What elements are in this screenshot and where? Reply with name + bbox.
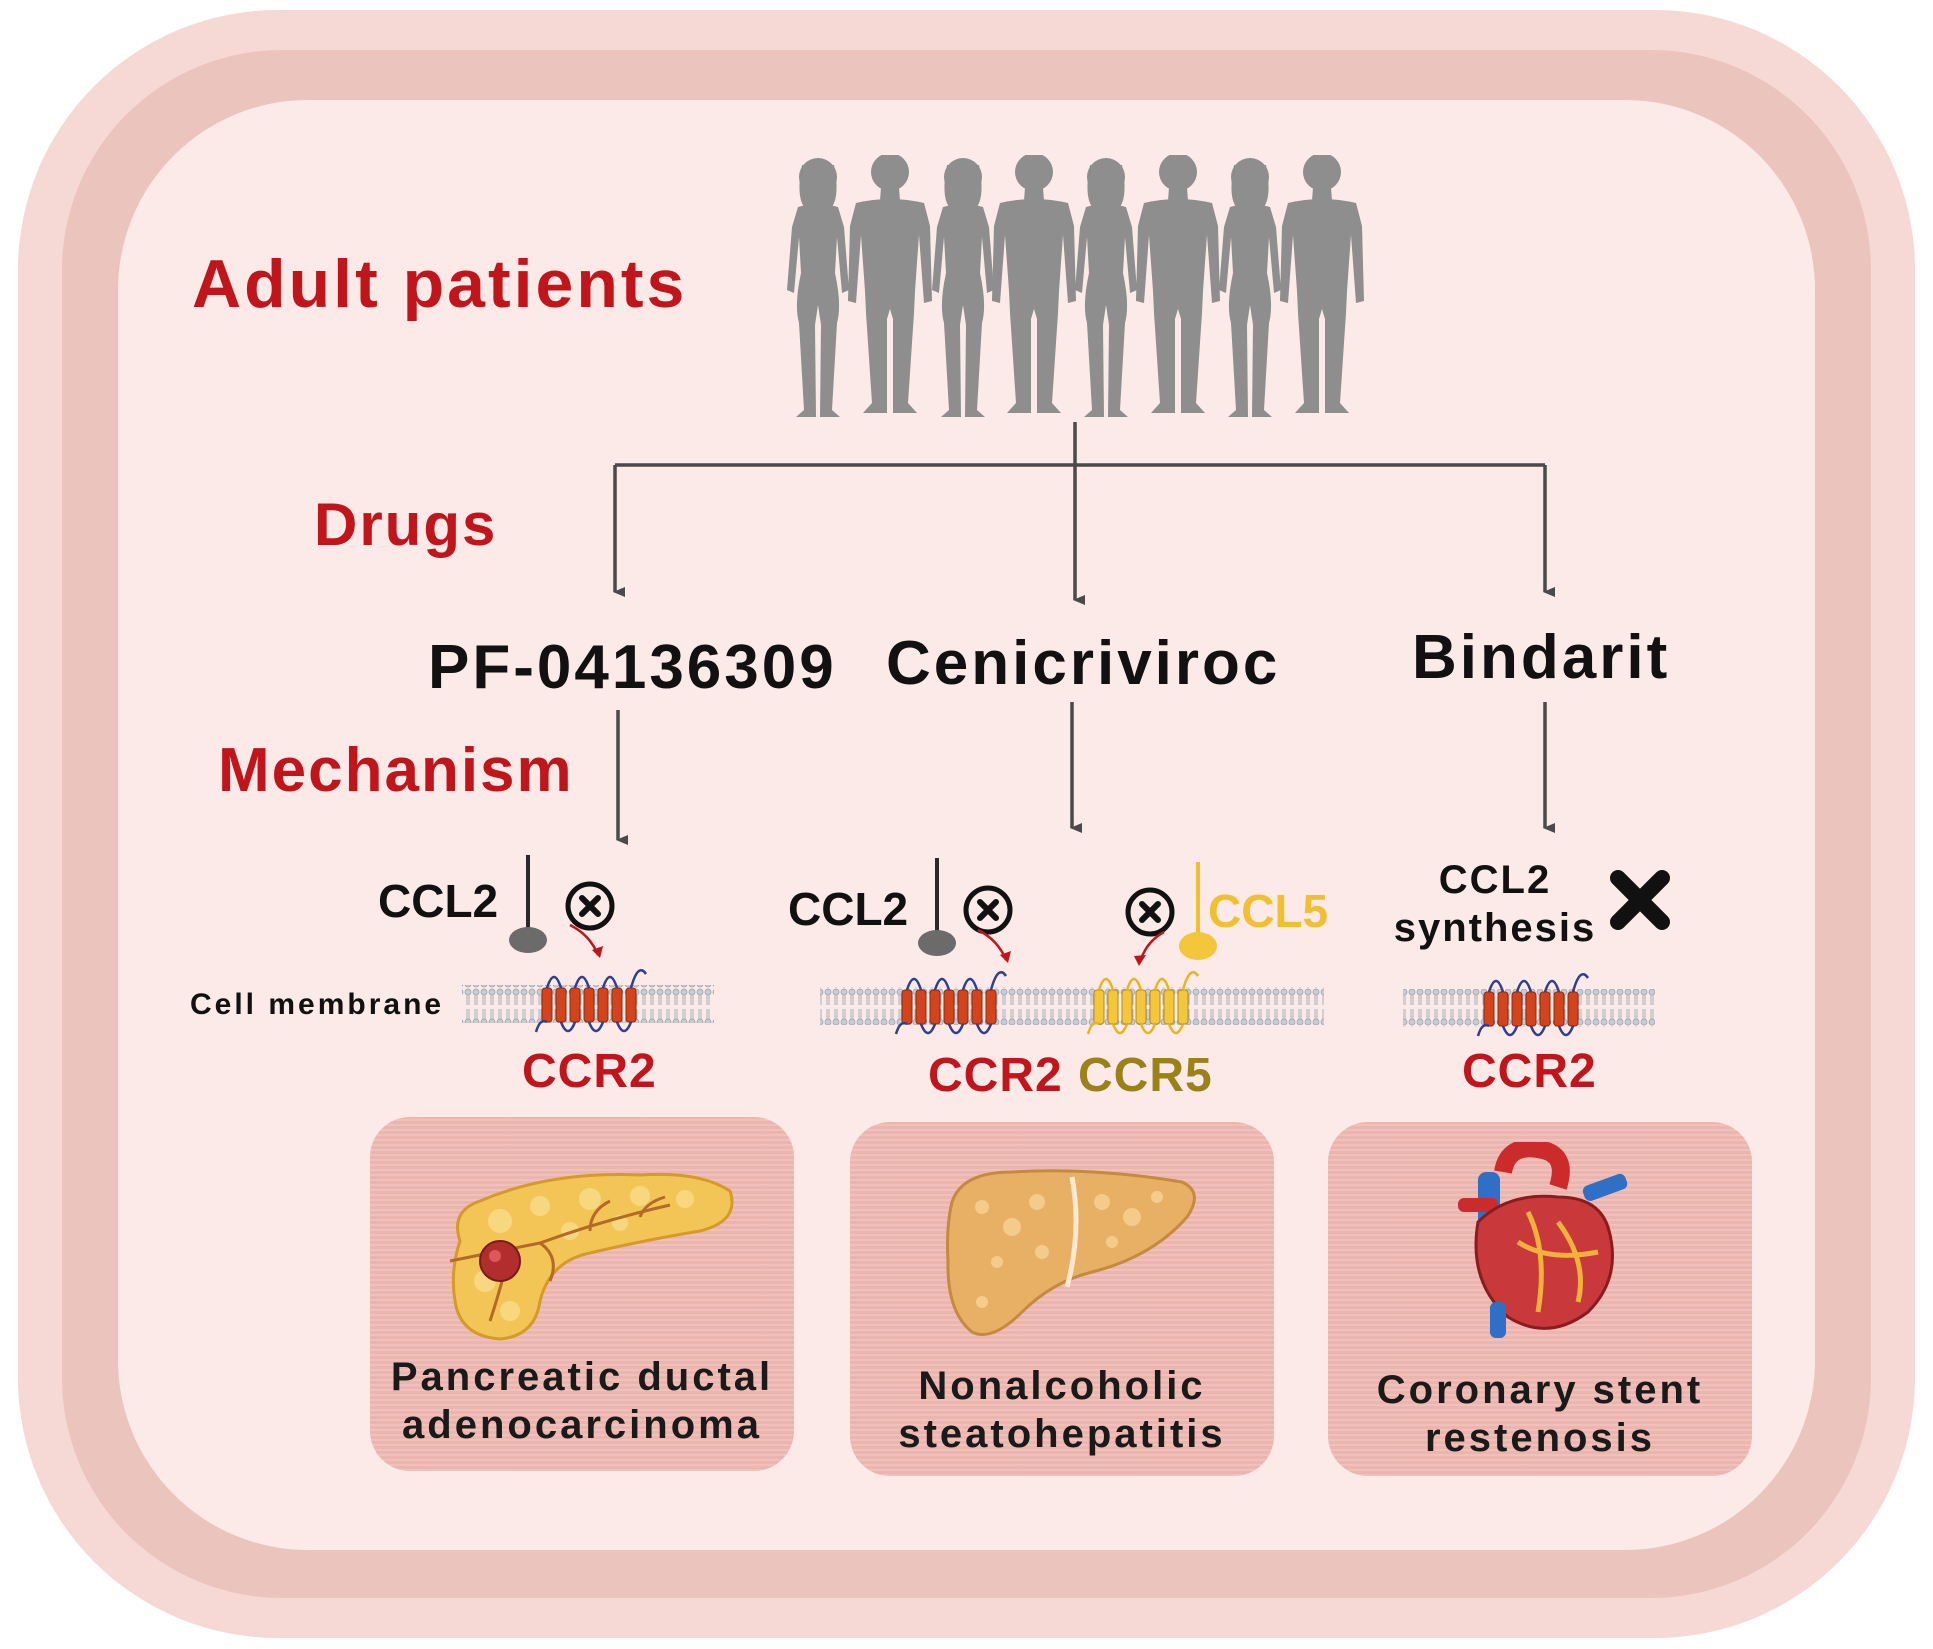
disease-line2: restenosis [1424,1416,1656,1460]
ccl2-label-pf: CCL2 [378,875,499,927]
mechanism-title: Mechanism [218,736,574,805]
ccl2-ligand-cenicriviroc [918,930,956,956]
ccl5-ligand-cenicriviroc [1179,932,1217,960]
ccr2-label-cenicriviroc: CCR2 [928,1049,1063,1102]
ccr2-receptor-cenicriviroc [894,971,1008,1035]
adult-patients-title: Adult patients [192,246,688,322]
cell-membrane-label: Cell membrane [190,988,445,1021]
disease-line1: Pancreatic ductal [390,1355,774,1399]
liver-icon [946,1169,1196,1336]
ccr2-label-pf: CCR2 [522,1045,657,1098]
disease-panel-heart: Coronary stent restenosis [1328,1122,1752,1476]
disease-panel-liver: Nonalcoholic steatohepatitis [850,1122,1274,1476]
disease-label-liver: Nonalcoholic steatohepatitis [850,1362,1274,1458]
ccr2-label-bindarit: CCR2 [1462,1045,1597,1098]
ccl2-label-cenicriviroc: CCL2 [788,883,909,935]
ccr2-receptor-bindarit [1476,973,1590,1037]
inhibit-icon [568,884,612,928]
heart-icon [1458,1142,1628,1338]
ccl5-label-cenicriviroc: CCL5 [1208,885,1329,937]
pancreas-icon [449,1172,734,1341]
disease-line2: steatohepatitis [898,1412,1226,1456]
drugs-title: Drugs [314,491,498,558]
disease-line2: adenocarcinoma [402,1403,762,1447]
disease-panel-pancreatic: Pancreatic ductal adenocarcinoma [370,1117,794,1471]
block-x-icon [1610,870,1670,930]
drug-name-pf04136309: PF-04136309 [428,633,837,702]
disease-label-heart: Coronary stent restenosis [1328,1366,1752,1462]
ccl2-synthesis-label: CCL2 synthesis [1385,856,1605,952]
cell-membrane-cenicriviroc [820,987,1324,1025]
ccr2-receptor-pf [534,969,648,1033]
disease-line1: Nonalcoholic [918,1364,1206,1408]
ccl2-synthesis-line1: CCL2 [1438,858,1552,902]
ccr5-label-cenicriviroc: CCR5 [1078,1049,1213,1102]
ccr5-receptor-cenicriviroc [1086,971,1200,1035]
drug-name-bindarit: Bindarit [1412,623,1671,692]
disease-line1: Coronary stent [1376,1368,1704,1412]
ccl2-ligand-pf [509,927,547,953]
disease-label-pancreatic: Pancreatic ductal adenocarcinoma [370,1353,794,1449]
ccl2-synthesis-line2: synthesis [1393,906,1597,950]
inhibit-icon [1128,890,1172,934]
inhibit-icon [966,888,1010,932]
drug-name-cenicriviroc: Cenicriviroc [886,629,1281,698]
